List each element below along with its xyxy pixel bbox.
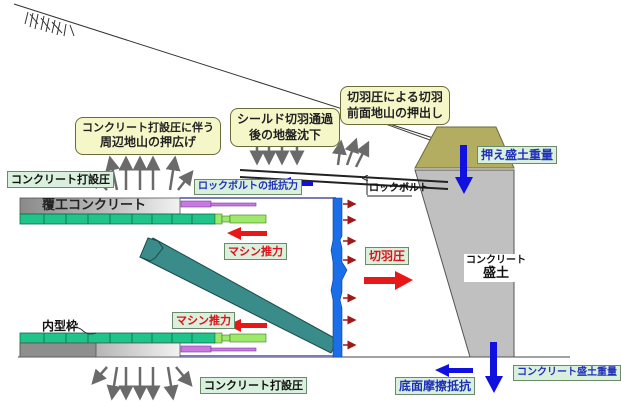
concrete-pressure-arrows-bottom (91, 366, 193, 401)
label-concrete-pressure-bottom: コンクリート打設圧 (200, 377, 307, 394)
face-plate (330, 197, 348, 358)
label-concrete-pressure-top: コンクリート打設圧 (7, 171, 114, 188)
concrete-fill-line-2: 盛土 (482, 265, 509, 281)
inner-form-bottom (19, 332, 216, 344)
face-small-arrows (343, 199, 357, 350)
grey-arrow (175, 366, 193, 387)
label-rockbolt-resistance: ロックボルトの抵抗力 (194, 179, 302, 195)
label-concrete-fill: コンクリート 盛土 (464, 254, 528, 283)
grey-arrow (163, 366, 179, 401)
inner-form-top (19, 213, 216, 225)
concrete-fill-weight-arrow (485, 342, 503, 393)
bubble-face-push-out: 切羽圧による切羽 前面地山の押出し (340, 86, 451, 126)
lining-concrete-bottom-dark (19, 342, 97, 358)
grey-arrow (344, 137, 359, 166)
grey-arrow (91, 366, 108, 385)
grey-arrow (354, 140, 370, 168)
machine-arm (139, 237, 339, 354)
bottom-friction-arrow (435, 364, 473, 377)
label-machine-thrust-bottom: マシン推力 (172, 312, 235, 329)
bubble-concrete-pressure-spread: コンクリート打設圧に伴う 周辺地山の押広げ (75, 117, 221, 155)
bubble-line-2: 前面地山の押出し (347, 105, 444, 120)
bubble-line-1: シールド切羽通過 (237, 112, 334, 126)
bubble-line-1: コンクリート打設圧に伴う (82, 121, 214, 134)
bubble-line-2: 後の地盤沈下 (249, 127, 322, 142)
machine-thrust-arrow-top (227, 227, 267, 240)
purple-jack-top (180, 200, 257, 208)
label-face-pressure: 切羽圧 (365, 247, 410, 265)
purple-jack-bottom (180, 345, 257, 353)
bubble-line-1: 切羽圧による切羽 (347, 90, 443, 104)
label-concrete-fill-weight: コンクリート盛土重量 (513, 365, 621, 381)
green-jack-bottom (214, 332, 267, 344)
label-machine-thrust-top: マシン推力 (224, 243, 287, 260)
grey-arrow (177, 170, 194, 191)
bubble-ground-settlement: シールド切羽通過 後の地盤沈下 (230, 108, 341, 148)
grey-arrow (331, 139, 347, 166)
label-bottom-friction: 底面摩擦抵抗 (395, 377, 476, 395)
label-rockbolt: ロックボルト (369, 183, 429, 194)
inner-form-leader (67, 327, 97, 335)
grey-arrow (106, 366, 122, 401)
label-fill-weight: 押え盛土重量 (477, 146, 558, 164)
bubble-line-2: 周辺地山の押広げ (99, 135, 196, 150)
grey-arrow (165, 155, 181, 191)
machine-thrust-arrow-bottom (227, 319, 267, 332)
face-pressure-arrow (364, 271, 413, 290)
label-lining-concrete: 覆工コンクリート (42, 198, 147, 213)
fill-weight-arrow (455, 145, 473, 194)
green-jack-top (214, 213, 267, 225)
concrete-fill-line-1: コンクリート (466, 255, 526, 266)
ground-hatch-icon (24, 11, 75, 37)
label-inner-form: 内型枠 (42, 319, 79, 333)
face-push-arrows (331, 137, 370, 168)
